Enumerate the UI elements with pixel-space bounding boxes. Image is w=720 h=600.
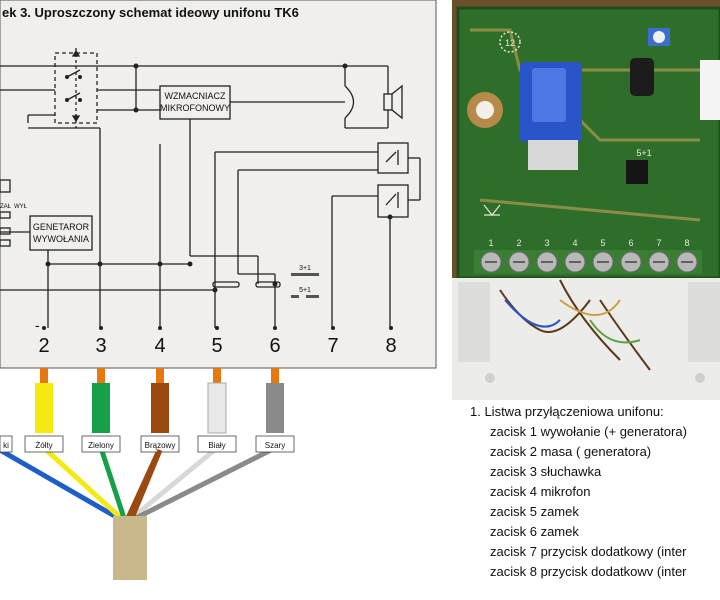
schematic-title: ek 3. Uproszczony schemat ideowy unifonu… bbox=[2, 5, 299, 20]
wire-0 bbox=[0, 447, 120, 521]
wire-label-2: Zielony bbox=[88, 441, 114, 450]
gen-label-line2: WYWOŁANIA bbox=[33, 234, 89, 244]
microphone-symbol bbox=[344, 85, 355, 119]
wire-5 bbox=[134, 445, 277, 521]
diode-symbol bbox=[483, 204, 501, 216]
screw-number-1: 1 bbox=[488, 238, 493, 248]
legend-row-6: zacisk 6 zamek bbox=[490, 524, 579, 539]
legend-row-8: zacisk 8 przycisk dodatkowv (inter bbox=[490, 564, 687, 579]
terminal-number-7: 7 bbox=[327, 335, 338, 357]
gen-label-line1: GENETAROR bbox=[33, 222, 90, 232]
screw-number-8: 8 bbox=[684, 238, 689, 248]
terminal-number-2: 2 bbox=[38, 335, 49, 357]
jumper-label-5plus1: 5+1 bbox=[299, 287, 311, 294]
screw-number-4: 4 bbox=[572, 238, 577, 248]
legend-row-5: zacisk 5 zamek bbox=[490, 504, 579, 519]
legend-heading: 1. Listwa przyłączeniowa unifonu: bbox=[470, 404, 664, 419]
wire-2 bbox=[98, 447, 127, 519]
legend-row-7: zacisk 7 przycisk dodatkowy (inter bbox=[490, 544, 687, 559]
amp-label-line2: MIKROFONOWY bbox=[160, 103, 230, 113]
terminal-minus: - bbox=[35, 317, 40, 333]
pcb-board bbox=[458, 8, 720, 278]
terminal-number-6: 6 bbox=[269, 335, 280, 357]
wire-label-box-0 bbox=[0, 435, 13, 453]
extra-button-box bbox=[377, 184, 409, 218]
legend-rows: zacisk 1 wywołanie (+ generatora) zacisk … bbox=[470, 422, 720, 582]
switch-label-on: ZAŁ bbox=[0, 204, 12, 210]
junction-dots bbox=[45, 63, 393, 293]
board-circle-text: 12 bbox=[505, 38, 515, 48]
switch-label-off: WYŁ bbox=[14, 204, 28, 210]
board-circle-marking bbox=[499, 31, 521, 53]
cable-plug bbox=[113, 516, 147, 580]
wire-4 bbox=[130, 446, 219, 520]
schematic-background bbox=[0, 0, 437, 369]
wire-label-box-4 bbox=[197, 435, 237, 453]
chip bbox=[626, 160, 648, 184]
wire-1 bbox=[42, 446, 123, 520]
screw-number-5: 5 bbox=[600, 238, 605, 248]
terminal-numbers: 2 3 4 5 6 7 8 bbox=[38, 326, 397, 357]
board-marking-5plus1: 5+1 bbox=[636, 148, 651, 158]
amp-label-line1: WZMACNIACZ bbox=[165, 91, 226, 101]
legend-row-3: zacisk 3 słuchawka bbox=[490, 464, 602, 479]
terminal-number-3: 3 bbox=[95, 335, 106, 357]
white-tab bbox=[700, 60, 720, 120]
wire-sheath-1 bbox=[35, 383, 53, 433]
wire-label-5: Szary bbox=[265, 441, 285, 450]
wire-label-4: Biały bbox=[208, 441, 225, 450]
relay-base bbox=[528, 140, 578, 170]
ringer-generator-box bbox=[29, 215, 93, 251]
schematic-panel: ek 3. Uproszczony schemat ideowy unifonu… bbox=[0, 0, 437, 369]
wire-label-1: Żółty bbox=[35, 441, 52, 450]
wire-label-3: Brązowy bbox=[145, 441, 176, 450]
jumper-label-3plus1: 3+1 bbox=[299, 265, 311, 272]
hook-switch-contacts bbox=[66, 49, 81, 123]
screw-number-7: 7 bbox=[656, 238, 661, 248]
terminal-number-4: 4 bbox=[154, 335, 165, 357]
wire-sheath-2 bbox=[92, 383, 110, 433]
schematic-labels: WZMACNIACZ MIKROFONOWY GENETAROR WYWOŁAN… bbox=[0, 91, 319, 333]
cable-diagram: ki Żółty Zielony Brązowy Biały Szary bbox=[0, 368, 295, 580]
legend-row-1: zacisk 1 wywołanie (+ generatora) bbox=[490, 424, 687, 439]
terminal-legend: 1. Listwa przyłączeniowa unifonu: zacisk… bbox=[470, 402, 720, 582]
capacitor bbox=[630, 58, 654, 96]
legend-row-4: zacisk 4 mikrofon bbox=[490, 484, 591, 499]
wire-sheath-5 bbox=[266, 383, 284, 433]
housing bbox=[452, 278, 720, 400]
screw-number-3: 3 bbox=[544, 238, 549, 248]
wire-label-box-1 bbox=[24, 435, 64, 453]
wire-label-box-5 bbox=[255, 435, 295, 453]
wire-label-box-2 bbox=[81, 435, 121, 453]
wire-sheath-3 bbox=[151, 383, 169, 433]
terminal-screws: 1 2 3 4 5 6 7 8 bbox=[480, 238, 698, 273]
schematic-wiring bbox=[0, 48, 421, 328]
terminal-number-8: 8 bbox=[385, 335, 396, 357]
wire-label-0: ki bbox=[3, 441, 9, 450]
screw-number-6: 6 bbox=[628, 238, 633, 248]
wire-sheath-4 bbox=[207, 382, 227, 434]
terminal-number-5: 5 bbox=[211, 335, 222, 357]
legend-row-2: zacisk 2 masa ( generatora) bbox=[490, 444, 652, 459]
screw-number-2: 2 bbox=[516, 238, 521, 248]
